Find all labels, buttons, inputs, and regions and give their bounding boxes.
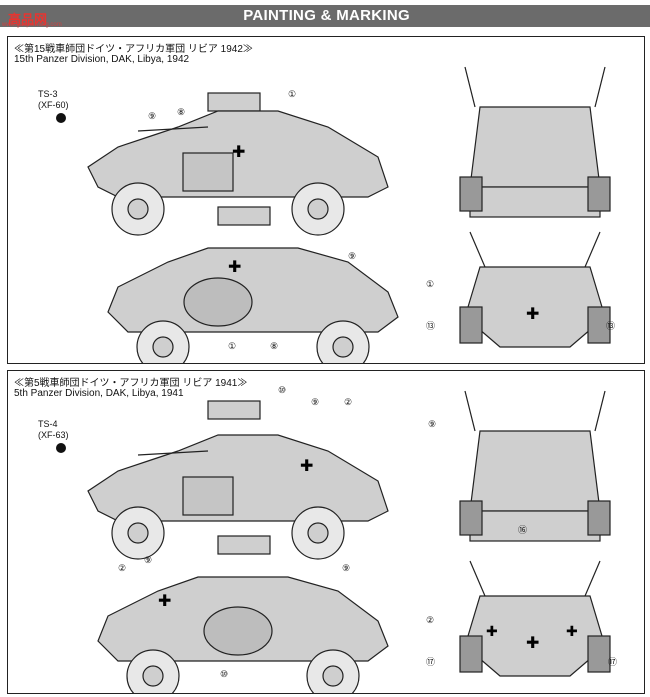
marking-panel-5th-panzer: ≪第5戦車師団ドイツ・アフリカ軍団 リビア 1941≫ 5th Panzer D… bbox=[7, 370, 645, 694]
callout-2-a: ② bbox=[344, 397, 352, 407]
svg-text:✚: ✚ bbox=[526, 306, 539, 323]
svg-text:✚: ✚ bbox=[232, 144, 245, 161]
callout-16: ⑯ bbox=[518, 525, 527, 535]
callout-9-d: ⑨ bbox=[342, 563, 350, 573]
vehicle-drawings: ✚ ✚ ✚ bbox=[87, 66, 615, 363]
logo-subtext: www.gaopinwang.com bbox=[2, 22, 62, 28]
panel-title-japanese: ≪第5戦車師団ドイツ・アフリカ軍団 リビア 1941≫ bbox=[14, 378, 248, 389]
paint-reference: (XF-60) bbox=[38, 100, 69, 110]
callout-17-a: ⑰ bbox=[426, 657, 435, 667]
page-title: PAINTING & MARKING bbox=[243, 7, 410, 24]
callout-10-b: ⑩ bbox=[220, 669, 228, 679]
paint-spec: TS-4 (XF-63) bbox=[38, 419, 69, 453]
watermark-logo: 高品网 bbox=[2, 7, 72, 27]
paint-spec: TS-3 (XF-60) bbox=[38, 89, 69, 123]
vehicle-rear: ✚ ✚ ✚ bbox=[459, 560, 611, 677]
panel-title-english: 5th Panzer Division, DAK, Libya, 1941 bbox=[14, 388, 184, 399]
svg-text:✚: ✚ bbox=[300, 458, 313, 475]
vehicle-front bbox=[459, 66, 611, 218]
svg-text:✚: ✚ bbox=[566, 623, 578, 639]
callout-9-b: ⑨ bbox=[348, 251, 356, 261]
paint-swatch bbox=[56, 443, 66, 453]
svg-text:✚: ✚ bbox=[486, 623, 498, 639]
logo-text: 高品网 bbox=[8, 12, 48, 27]
callout-1-b: ① bbox=[228, 341, 236, 351]
callout-1-a: ① bbox=[288, 89, 296, 99]
callout-13-b: ⑬ bbox=[606, 321, 615, 331]
vehicle-side-left: ✚ bbox=[87, 400, 389, 560]
callout-9-a: ⑨ bbox=[311, 397, 319, 407]
vehicle-side-left: ✚ bbox=[87, 92, 389, 236]
svg-text:✚: ✚ bbox=[158, 593, 171, 610]
callout-9-b: ⑨ bbox=[428, 419, 436, 429]
paint-code: TS-4 bbox=[38, 419, 58, 429]
marking-panel-15th-panzer: ≪第15戦車師団ドイツ・アフリカ軍団 リビア 1942≫ 15th Panzer… bbox=[7, 36, 645, 364]
paint-swatch bbox=[56, 113, 66, 123]
panel-title-japanese: ≪第15戦車師団ドイツ・アフリカ軍団 リビア 1942≫ bbox=[14, 44, 253, 55]
vehicle-drawings: ✚ ✚ ✚ ✚ ✚ bbox=[87, 385, 617, 693]
panel-title-english: 15th Panzer Division, DAK, Libya, 1942 bbox=[14, 54, 190, 65]
callout-9-c: ⑨ bbox=[144, 555, 152, 565]
paint-reference: (XF-63) bbox=[38, 430, 69, 440]
callout-17-b: ⑰ bbox=[608, 657, 617, 667]
vehicle-side-right: ✚ bbox=[97, 535, 389, 693]
paint-code: TS-3 bbox=[38, 89, 58, 99]
svg-text:✚: ✚ bbox=[228, 259, 241, 276]
vehicle-front bbox=[459, 390, 611, 542]
callout-1-c: ① bbox=[426, 279, 434, 289]
callout-9-a: ⑨ bbox=[148, 111, 156, 121]
callout-8-a: ⑧ bbox=[177, 107, 185, 117]
svg-text:✚: ✚ bbox=[526, 635, 539, 652]
vehicle-side-right: ✚ bbox=[107, 206, 399, 363]
callout-2-c: ② bbox=[426, 615, 434, 625]
callout-2-b: ② bbox=[118, 563, 126, 573]
callout-10-a: ⑩ bbox=[278, 385, 286, 395]
header-bar: 高品网 PAINTING & MARKING bbox=[0, 5, 650, 27]
callout-8-b: ⑧ bbox=[270, 341, 278, 351]
callout-13-a: ⑬ bbox=[426, 321, 435, 331]
vehicle-rear: ✚ bbox=[459, 231, 611, 348]
